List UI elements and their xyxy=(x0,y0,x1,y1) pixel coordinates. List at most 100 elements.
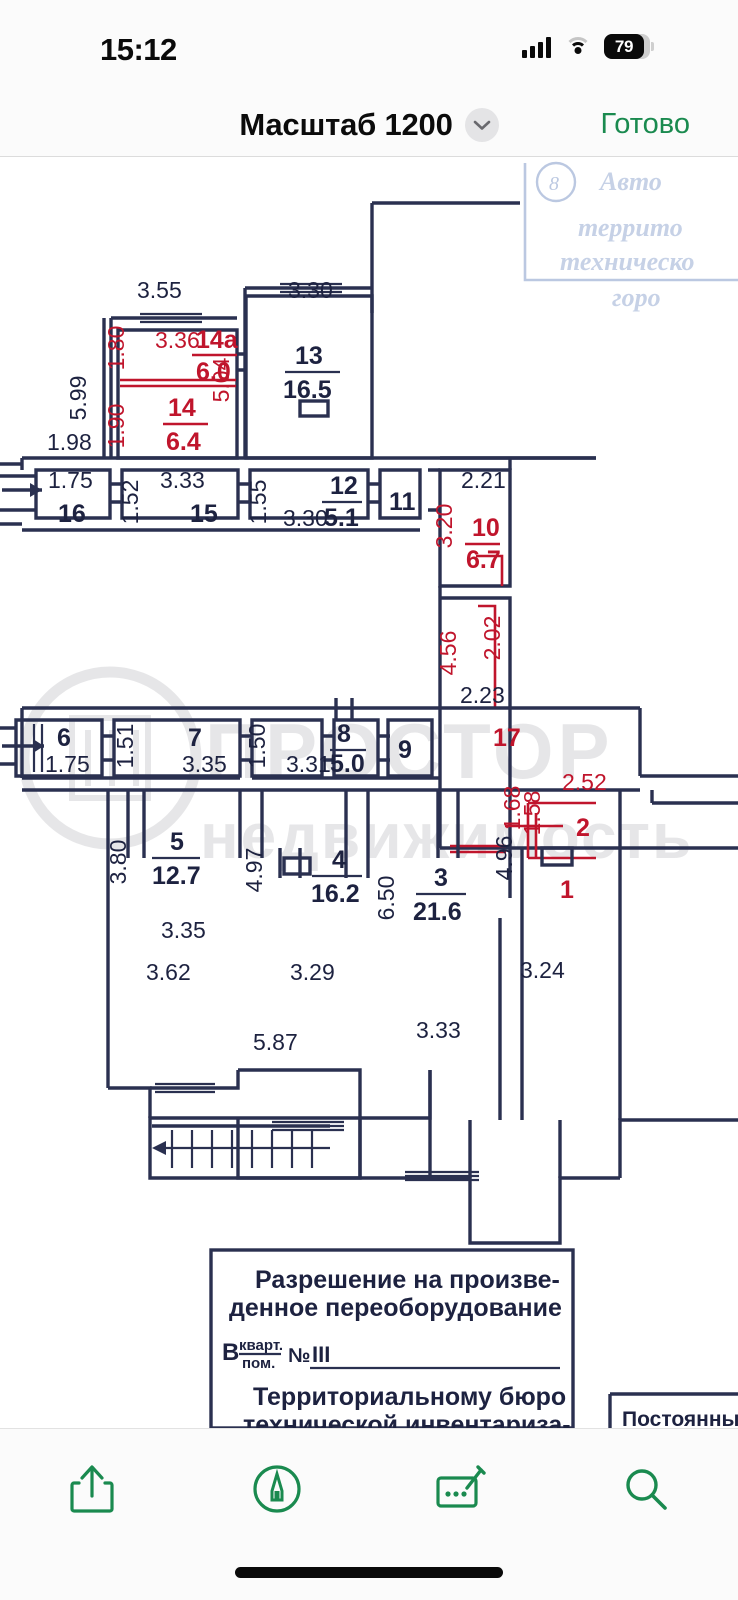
nav-bar: Масштаб 1200 Готово xyxy=(0,92,738,157)
svg-text:1.75: 1.75 xyxy=(45,751,90,777)
permit-box: Разрешение на произве- денное переоборуд… xyxy=(209,1248,575,1428)
svg-text:6.7: 6.7 xyxy=(466,546,501,574)
svg-text:1.90: 1.90 xyxy=(103,404,129,449)
svg-text:1.50: 1.50 xyxy=(244,724,270,769)
svg-text:5.99: 5.99 xyxy=(65,376,91,421)
status-bar-indicators: 79 xyxy=(522,34,654,59)
floor-plan-drawing: .w { fill:none; stroke:#2a3050; stroke-w… xyxy=(0,158,738,1428)
battery-icon: 79 xyxy=(604,34,654,59)
svg-text:1.75: 1.75 xyxy=(48,467,93,493)
svg-text:3.24: 3.24 xyxy=(520,957,565,983)
home-indicator xyxy=(235,1567,503,1578)
svg-text:6.50: 6.50 xyxy=(373,876,399,921)
svg-text:6: 6 xyxy=(57,724,71,752)
svg-text:3.80: 3.80 xyxy=(105,840,131,885)
plan-labels: 3.55 3.30 3.36 14а 6.0 1.80 1.90 5.99 14… xyxy=(45,277,607,1055)
svg-text:III: III xyxy=(312,1342,330,1367)
share-button[interactable] xyxy=(0,1443,185,1535)
page-title: Масштаб 1200 xyxy=(239,106,453,142)
svg-text:5.1: 5.1 xyxy=(324,504,359,532)
svg-text:16.5: 16.5 xyxy=(283,376,332,404)
svg-text:14а: 14а xyxy=(196,326,239,354)
svg-text:1: 1 xyxy=(560,876,574,904)
svg-text:3: 3 xyxy=(434,864,448,892)
svg-text:12: 12 xyxy=(330,472,358,500)
permit-heading-1: Разрешение на произве- xyxy=(255,1266,560,1294)
svg-text:террито: террито xyxy=(578,213,683,242)
svg-text:10: 10 xyxy=(472,514,500,542)
svg-text:пом.: пом. xyxy=(242,1355,275,1372)
svg-text:недвижимость: недвижимость xyxy=(200,800,693,872)
svg-text:16.2: 16.2 xyxy=(311,880,360,908)
svg-text:5.87: 5.87 xyxy=(253,1029,298,1055)
svg-text:4.97: 4.97 xyxy=(241,848,267,893)
svg-text:16: 16 xyxy=(58,500,86,528)
markup-button[interactable] xyxy=(185,1443,370,1535)
bti-stamp: 8 Авто террито техническо горо xyxy=(523,161,738,312)
svg-text:15: 15 xyxy=(190,500,218,528)
svg-text:2.21: 2.21 xyxy=(461,467,506,493)
svg-text:5: 5 xyxy=(170,828,184,856)
cellular-bars-icon xyxy=(522,36,551,58)
side-box: Постоянный xyxy=(608,1392,738,1428)
document-viewer[interactable]: .w { fill:none; stroke:#2a3050; stroke-w… xyxy=(0,158,738,1428)
annotate-button[interactable] xyxy=(369,1443,554,1535)
svg-text:1.98: 1.98 xyxy=(47,429,92,455)
signature-edit-icon xyxy=(436,1465,486,1508)
svg-text:3.30: 3.30 xyxy=(283,505,328,531)
svg-text:4.56: 4.56 xyxy=(435,631,461,676)
svg-text:В: В xyxy=(222,1339,239,1366)
svg-text:1.55: 1.55 xyxy=(245,480,271,525)
svg-text:3.20: 3.20 xyxy=(431,504,457,549)
svg-text:1.58: 1.58 xyxy=(519,791,545,836)
svg-text:Постоянный: Постоянный xyxy=(622,1408,738,1428)
plan-walls-corridor xyxy=(0,456,596,848)
svg-text:1.80: 1.80 xyxy=(103,326,129,371)
svg-text:8: 8 xyxy=(549,173,559,195)
share-icon xyxy=(70,1465,114,1513)
svg-text:3.30: 3.30 xyxy=(288,277,333,303)
svg-text:6.4: 6.4 xyxy=(166,428,201,456)
svg-text:3.55: 3.55 xyxy=(137,277,182,303)
svg-text:3.33: 3.33 xyxy=(416,1017,461,1043)
svg-text:№: № xyxy=(288,1345,310,1367)
bottom-toolbar xyxy=(0,1428,738,1600)
permit-body-2: технической инвентариза- xyxy=(243,1411,571,1428)
svg-text:9: 9 xyxy=(398,736,412,764)
svg-text:11: 11 xyxy=(389,488,416,516)
svg-text:3.33: 3.33 xyxy=(160,467,205,493)
svg-text:3.35: 3.35 xyxy=(182,751,227,777)
svg-text:техническо: техническо xyxy=(560,247,695,276)
svg-text:2: 2 xyxy=(576,814,590,842)
svg-text:4.96: 4.96 xyxy=(491,836,517,881)
svg-text:14: 14 xyxy=(168,394,196,422)
svg-text:17: 17 xyxy=(493,724,521,752)
svg-text:8: 8 xyxy=(337,720,351,748)
svg-text:1.51: 1.51 xyxy=(112,724,138,769)
svg-text:6.0: 6.0 xyxy=(196,358,231,386)
search-button[interactable] xyxy=(554,1443,738,1535)
svg-text:5.0: 5.0 xyxy=(330,750,365,778)
permit-heading-2: денное переоборудование xyxy=(229,1294,562,1322)
battery-percent-label: 79 xyxy=(614,36,634,56)
wifi-icon xyxy=(564,36,591,57)
pen-marker-icon xyxy=(253,1465,301,1513)
svg-text:2.02: 2.02 xyxy=(479,616,505,661)
plan-walls-middle xyxy=(0,698,738,918)
svg-text:3.62: 3.62 xyxy=(146,959,191,985)
chevron-down-icon[interactable] xyxy=(464,107,499,142)
svg-text:21.6: 21.6 xyxy=(413,898,462,926)
svg-text:3.35: 3.35 xyxy=(161,917,206,943)
svg-text:13: 13 xyxy=(295,342,323,370)
svg-text:12.7: 12.7 xyxy=(152,862,201,890)
svg-text:1.68: 1.68 xyxy=(499,786,525,831)
svg-text:кварт.: кварт. xyxy=(239,1337,283,1354)
svg-text:горо: горо xyxy=(612,283,661,312)
svg-text:3.31: 3.31 xyxy=(286,751,331,777)
done-button[interactable]: Готово xyxy=(600,108,690,140)
svg-text:4: 4 xyxy=(332,846,346,874)
svg-text:1.52: 1.52 xyxy=(117,480,143,525)
svg-text:3.29: 3.29 xyxy=(290,959,335,985)
scale-selector[interactable]: Масштаб 1200 xyxy=(0,92,738,157)
svg-text:2.52: 2.52 xyxy=(562,769,607,795)
